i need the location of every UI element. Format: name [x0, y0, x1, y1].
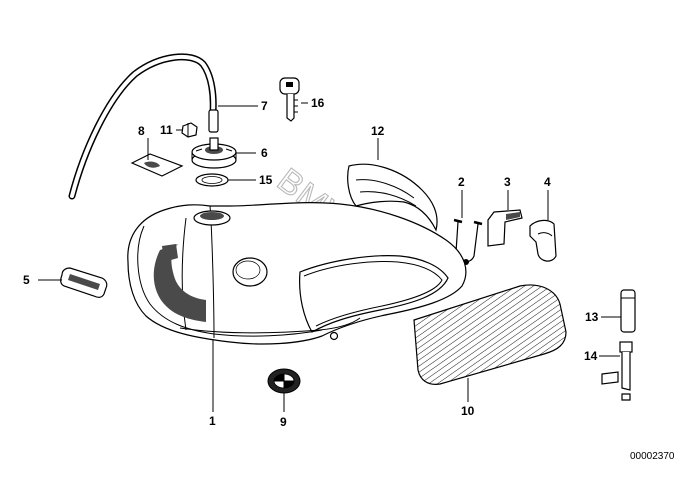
- callout-13: 13: [585, 310, 599, 324]
- filler-cap-drawing: [191, 137, 237, 169]
- callout-2: 2: [458, 175, 465, 189]
- callout-15: 15: [259, 173, 273, 187]
- callout-9: 9: [280, 415, 287, 429]
- callout-16: 16: [311, 96, 325, 110]
- callout-3: 3: [504, 175, 511, 189]
- rubber-cap-drawing: [529, 219, 557, 262]
- callout-1: 1: [209, 414, 216, 428]
- clip-drawing: [453, 218, 483, 265]
- diagram-code: 00002370: [630, 451, 675, 462]
- callout-12: 12: [371, 124, 385, 138]
- callout-14: 14: [584, 349, 598, 363]
- callout-5: 5: [23, 273, 30, 287]
- callout-4: 4: [544, 175, 551, 189]
- small-nut-drawing: [181, 122, 198, 138]
- rubber-sleeve-drawing: [620, 289, 636, 333]
- callout-11: 11: [160, 123, 173, 137]
- label-plate-drawing: [130, 153, 184, 177]
- callout-8: 8: [138, 124, 145, 138]
- cover-drawing: [347, 163, 438, 232]
- key-drawing: [279, 77, 300, 122]
- badge-drawing: [267, 368, 301, 394]
- bracket-drawing: [487, 209, 523, 247]
- leader-lines: [38, 102, 621, 412]
- callout-6: 6: [261, 146, 268, 160]
- gasket-drawing: [195, 173, 229, 187]
- bolt-drawing: [601, 341, 633, 401]
- mat-drawing: [413, 284, 567, 385]
- callout-labels: 1 2 3 4 5 6 7 8 9 10 11 12 13 14 15 16: [23, 96, 599, 429]
- knee-pad-drawing: [60, 267, 108, 298]
- fuel-tank-drawing: [127, 202, 467, 345]
- breather-hose-drawing: [68, 53, 219, 200]
- callout-7: 7: [261, 99, 268, 113]
- callout-10: 10: [461, 404, 475, 418]
